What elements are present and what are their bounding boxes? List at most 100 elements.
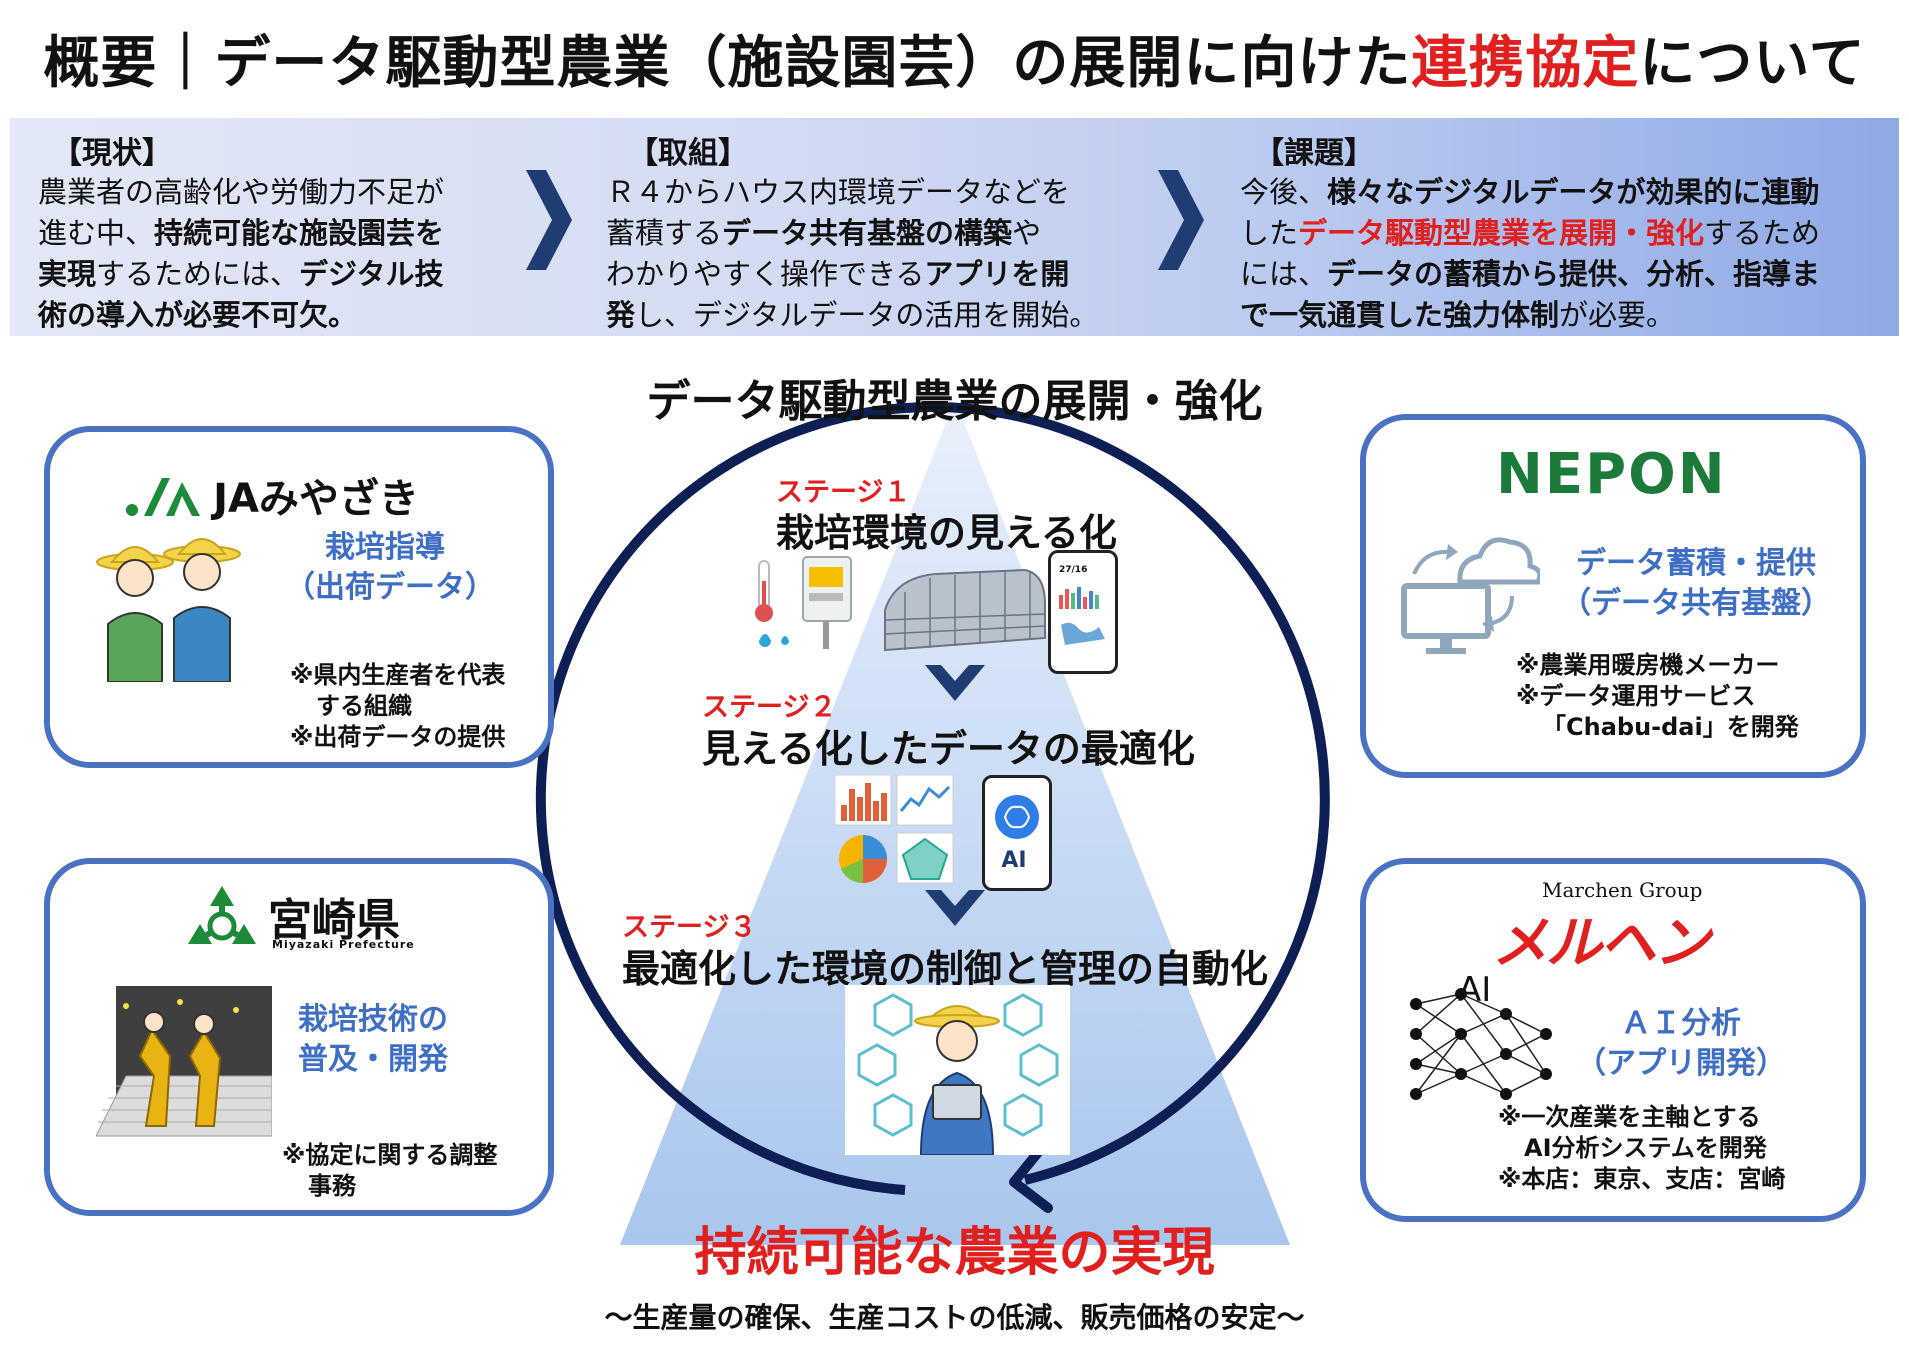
ja-logo: JAみやざき — [122, 466, 419, 524]
phone-date: 27/16 — [1059, 565, 1088, 575]
action-panel: 【取組】 Ｒ４からハウス内環境データなどを 蓄積するデータ共有基盤の構築や わか… — [606, 128, 1166, 336]
chevron-right-icon — [1158, 170, 1204, 289]
issue-line-1: 今後、様々なデジタルデータが効果的に連動 — [1240, 172, 1890, 213]
farmer-tablet-illustration — [845, 985, 1070, 1156]
pyramid-shape — [620, 400, 1290, 1245]
text-span: が必要。 — [1559, 298, 1676, 332]
nepon-role-line-1: データ蓄積・提供 — [1576, 546, 1816, 581]
center-heading: データ駆動型農業の展開・強化 — [646, 376, 1263, 427]
ja-role-line-2: （出荷データ） — [285, 570, 495, 605]
chevron-right-icon — [526, 170, 572, 289]
stage3-label: ステージ３ — [622, 912, 757, 943]
summary-banner: 【現状】 農業者の高齢化や労働力不足が 進む中、持続可能な施設園芸を 実現するた… — [10, 118, 1899, 336]
current-line-4: 術の導入が必要不可欠。 — [38, 298, 358, 332]
marchen-role: ＡＩ分析 （アプリ開発） — [1566, 1004, 1796, 1084]
issue-line-3: には、データの蓄積から提供、分析、指導ま — [1240, 254, 1890, 295]
pref-note: ※協定に関する調整 事務 — [282, 1140, 497, 1202]
page-title: 概要｜データ駆動型農業（施設園芸）の展開に向けた連携協定について — [0, 18, 1909, 99]
action-line-1: Ｒ４からハウス内環境データなどを — [606, 175, 1071, 209]
current-text: 農業者の高齢化や労働力不足が 進む中、持続可能な施設園芸を 実現するためには、デ… — [38, 172, 508, 336]
marchen-note-line-3: ※本店：東京、支店：宮崎 — [1498, 1165, 1786, 1193]
marchen-role-line-1: ＡＩ分析 — [1621, 1006, 1741, 1041]
marchen-note: ※一次産業を主軸とする AI分析システムを開発 ※本店：東京、支店：宮崎 — [1498, 1102, 1785, 1195]
current-line-3: 実現するためには、デジタル技 — [38, 254, 508, 295]
nepon-note-line-1: ※農業用暖房機メーカー — [1516, 651, 1780, 679]
ja-note-line-1: ※県内生産者を代表 — [290, 661, 506, 689]
pref-logo-text: 宮崎県 — [268, 895, 400, 946]
marchen-note-line-2: AI分析システムを開発 — [1524, 1134, 1767, 1162]
current-status-panel: 【現状】 農業者の高齢化や労働力不足が 進む中、持続可能な施設園芸を 実現するた… — [38, 128, 508, 336]
smart-farming-icon — [857, 993, 1059, 1156]
stage1-title: 栽培環境の見える化 — [776, 511, 1117, 555]
text-span: には、 — [1240, 257, 1328, 291]
partner-card-ja-miyazaki: JAみやざき 栽培指導 （出荷データ） ※県内生産者を代表 する組織 ※出荷デー… — [44, 426, 554, 768]
partner-card-marchen: Marchen Group メルヘン AI ＡＩ分析 （アプリ開発） ※一次産業… — [1360, 858, 1866, 1222]
marchen-role-line-2: （アプリ開発） — [1576, 1046, 1786, 1081]
partner-card-nepon: NEPON データ蓄積・提供 （データ共有基盤） ※農業用暖房機メーカー ※デー… — [1360, 414, 1866, 778]
issue-text: 今後、様々なデジタルデータが効果的に連動 したデータ駆動型農業を展開・強化するた… — [1240, 172, 1890, 336]
ja-note-line-3: ※出荷データの提供 — [290, 723, 506, 751]
text-span-red: データ駆動型農業を展開・強化 — [1298, 216, 1705, 250]
text-span: わかりやすく操作できる — [606, 257, 925, 291]
cycle-circle — [535, 401, 1330, 1195]
text-span-bold: デジタル技 — [299, 257, 444, 291]
greenhouse-icon — [884, 568, 1046, 652]
text-span-bold: で一気通貫した強力体制 — [1240, 298, 1560, 332]
text-span: し、デジタルデータの活用を開始。 — [635, 298, 1099, 332]
title-tail: について — [1639, 31, 1866, 96]
pref-logo-subtext: Miyazaki Prefecture — [272, 938, 415, 951]
current-line-2: 進む中、持続可能な施設園芸を — [38, 213, 508, 254]
text-span-bold: 実現 — [38, 257, 97, 291]
text-span-bold: 発 — [606, 298, 636, 332]
issue-panel: 【課題】 今後、様々なデジタルデータが効果的に連動 したデータ駆動型農業を展開・… — [1240, 128, 1890, 336]
text-span: 蓄積する — [606, 216, 723, 250]
ja-note: ※県内生産者を代表 する組織 ※出荷データの提供 — [290, 660, 505, 753]
ja-logo-text: JAみやざき — [213, 476, 419, 522]
title-main: 概要｜データ駆動型農業（施設園芸）の展開に向けた — [43, 31, 1412, 96]
cloud-sync-icon — [1401, 537, 1540, 654]
pref-note-line-2: 事務 — [308, 1172, 356, 1200]
action-line-3: わかりやすく操作できるアプリを開 — [606, 254, 1166, 295]
neural-network-icon — [1410, 988, 1552, 1100]
goal-subtext: ～生産量の確保、生産コストの低減、販売価格の安定～ — [604, 1301, 1305, 1334]
issue-line-2: したデータ駆動型農業を展開・強化するため — [1240, 213, 1890, 254]
prefecture-emblem-icon — [188, 886, 256, 944]
brain-icon — [995, 795, 1039, 839]
nepon-role-line-2: （データ共有基盤） — [1561, 586, 1831, 621]
text-span: 進む中、 — [38, 216, 155, 250]
text-span-bold: アプリを開 — [924, 257, 1070, 291]
chevron-down-icon — [925, 665, 985, 701]
nepon-note: ※農業用暖房機メーカー ※データ運用サービス 「Chabu-dai」を開発 — [1516, 650, 1799, 743]
issue-line-4: で一気通貫した強力体制が必要。 — [1240, 295, 1890, 336]
text-span-bold: 様々なデジタルデータが効果的に連動 — [1327, 175, 1820, 209]
nepon-note-line-2: ※データ運用サービス — [1516, 682, 1756, 710]
pref-role-line-1: 栽培技術の — [298, 1002, 448, 1037]
ja-note-line-2: する組織 — [316, 692, 412, 720]
text-span: や — [1012, 216, 1042, 250]
nepon-role: データ蓄積・提供 （データ共有基盤） — [1546, 544, 1846, 624]
ai-phone-label: AI — [1001, 848, 1027, 873]
ja-role: 栽培指導 （出荷データ） — [285, 528, 495, 608]
stage1-label: ステージ１ — [776, 477, 911, 508]
smartphone-app-icon: 27/16 — [1048, 550, 1118, 674]
nepon-note-line-3: 「Chabu-dai」を開発 — [1542, 713, 1799, 741]
marchen-note-line-1: ※一次産業を主軸とする — [1498, 1103, 1761, 1131]
text-span-bold: データ共有基盤の構築 — [722, 216, 1013, 250]
action-line-2: 蓄積するデータ共有基盤の構築や — [606, 213, 1166, 254]
stage2-label: ステージ２ — [702, 692, 837, 723]
text-span-bold: データの蓄積から提供、分析、指導ま — [1327, 257, 1821, 291]
stage3-title: 最適化した環境の制御と管理の自動化 — [622, 947, 1269, 991]
thermometer-sensor-icon — [755, 556, 852, 649]
issue-heading: 【課題】 — [1254, 136, 1374, 171]
ja-mark-icon — [126, 478, 200, 516]
text-span: 今後、 — [1240, 175, 1328, 209]
text-span: した — [1240, 216, 1299, 250]
text-span-bold: 持続可能な施設園芸を — [154, 216, 445, 250]
marchen-logo-subtext: Marchen Group — [1542, 878, 1703, 902]
action-line-4: 発し、デジタルデータの活用を開始。 — [606, 295, 1166, 336]
goal-text: 持続可能な農業の実現 — [694, 1223, 1215, 1283]
current-heading: 【現状】 — [52, 136, 172, 171]
pref-note-line-1: ※協定に関する調整 — [282, 1141, 498, 1169]
partner-card-miyazaki-pref: 宮崎県 Miyazaki Prefecture 栽培技術の 普及・開発 ※協定に… — [44, 858, 554, 1216]
